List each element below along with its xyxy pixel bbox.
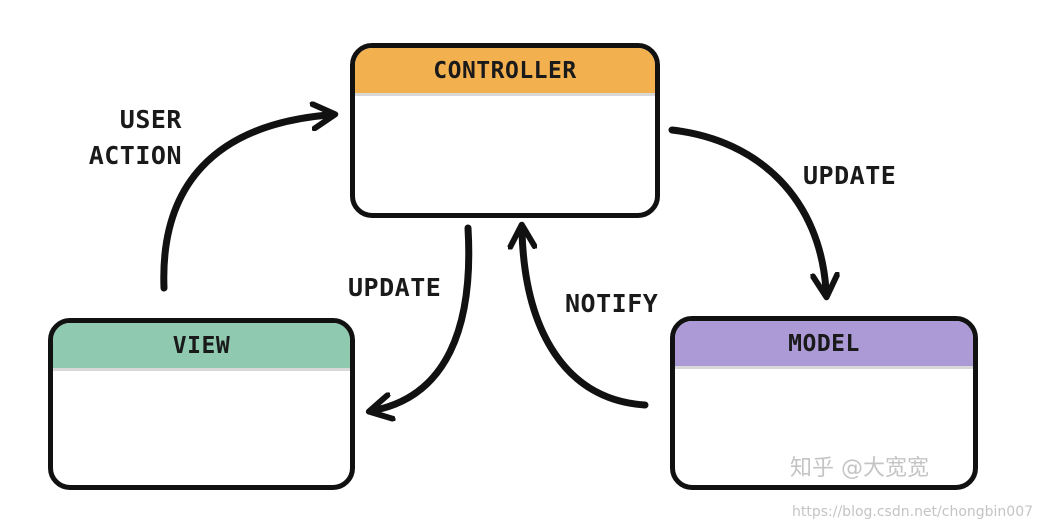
arrow-user-action [160, 115, 328, 292]
notify-label: NOTIFY [565, 289, 659, 318]
model-title: MODEL [788, 330, 860, 357]
controller-box: CONTROLLER [350, 43, 660, 218]
update-to-model-label: UPDATE [803, 161, 897, 190]
update-to-view-label: UPDATE [348, 273, 442, 302]
view-box: VIEW [48, 318, 355, 490]
controller-header: CONTROLLER [355, 48, 655, 96]
watermark-url: https://blog.csdn.net/chongbin007 [792, 504, 1034, 520]
view-header: VIEW [53, 323, 350, 371]
user-action-line1: USER [119, 105, 182, 134]
arrow-update-to-model [668, 126, 826, 290]
controller-title: CONTROLLER [433, 57, 577, 84]
arrow-notify [522, 232, 649, 409]
arrow-update-to-view [376, 224, 473, 410]
user-action-label: USER ACTION [82, 102, 182, 174]
watermark-author: 知乎 @大宽宽 [790, 456, 929, 481]
model-header: MODEL [675, 321, 973, 369]
user-action-line2: ACTION [88, 141, 182, 170]
model-box: MODEL [670, 316, 978, 490]
view-title: VIEW [172, 332, 231, 359]
